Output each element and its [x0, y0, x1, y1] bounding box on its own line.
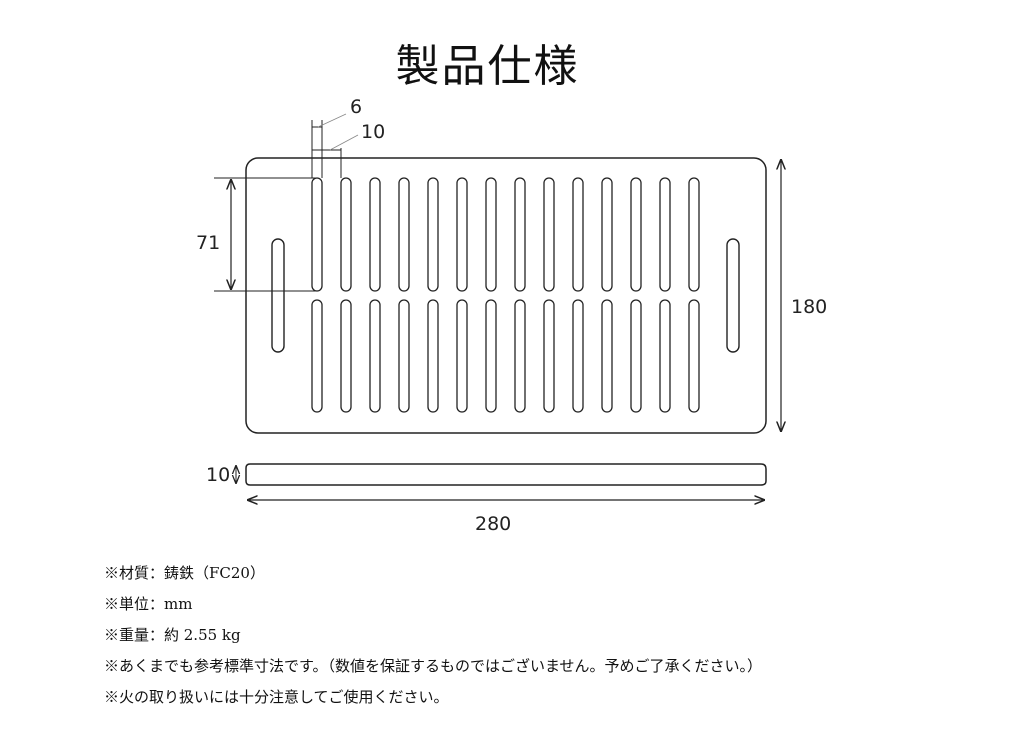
slot: [572, 299, 584, 413]
slot: [514, 299, 526, 413]
slot: [427, 299, 439, 413]
slot: [601, 299, 613, 413]
slot: [340, 177, 352, 292]
right-handle-slot: [726, 238, 740, 353]
slot: [311, 177, 323, 292]
slot: [369, 299, 381, 413]
note-unit: ※単位：mm: [104, 595, 193, 613]
slot: [398, 299, 410, 413]
dim-slot-pitch-label: 10: [361, 121, 385, 143]
slot: [514, 177, 526, 292]
dim-height-label: 180: [791, 296, 827, 318]
dim-thickness-label: 10: [206, 464, 230, 486]
left-handle-slot: [271, 238, 285, 353]
slot: [340, 299, 352, 413]
plate-top-view: [245, 157, 767, 434]
slot: [601, 177, 613, 292]
slot: [456, 177, 468, 292]
dim-width-label: 280: [475, 513, 511, 535]
slot: [688, 177, 700, 292]
grill-plate-drawing: 6 10 71 180 10 280: [196, 96, 827, 535]
slot: [427, 177, 439, 292]
slot: [543, 299, 555, 413]
dim-slot-width-leader: [317, 113, 347, 128]
slot: [398, 177, 410, 292]
slot: [456, 299, 468, 413]
note-material: ※材質：鋳鉄（FC20）: [104, 564, 265, 582]
slot: [630, 177, 642, 292]
slot: [630, 299, 642, 413]
plate-side-view: [245, 463, 767, 486]
slot: [688, 299, 700, 413]
slot: [311, 299, 323, 413]
slot: [572, 177, 584, 292]
page-title: 製品仕様: [395, 41, 580, 92]
slot: [543, 177, 555, 292]
dim-slot-pitch-leader: [329, 134, 359, 151]
slot: [485, 299, 497, 413]
slot: [485, 177, 497, 292]
notes-list: ※材質：鋳鉄（FC20） ※単位：mm ※重量：約 2.55 kg ※あくまでも…: [104, 558, 1004, 713]
note-disclaimer: ※あくまでも参考標準寸法です。（数値を保証するものではございません。予めご了承く…: [104, 657, 763, 675]
dim-slot-length-label: 71: [196, 232, 220, 254]
note-fire-caution: ※火の取り扱いには十分注意してご使用ください。: [104, 688, 449, 706]
note-weight: ※重量：約 2.55 kg: [104, 626, 241, 644]
plate-slots: [311, 177, 700, 413]
slot: [659, 299, 671, 413]
dim-slot-width-label: 6: [350, 96, 362, 118]
slot: [659, 177, 671, 292]
slot: [369, 177, 381, 292]
